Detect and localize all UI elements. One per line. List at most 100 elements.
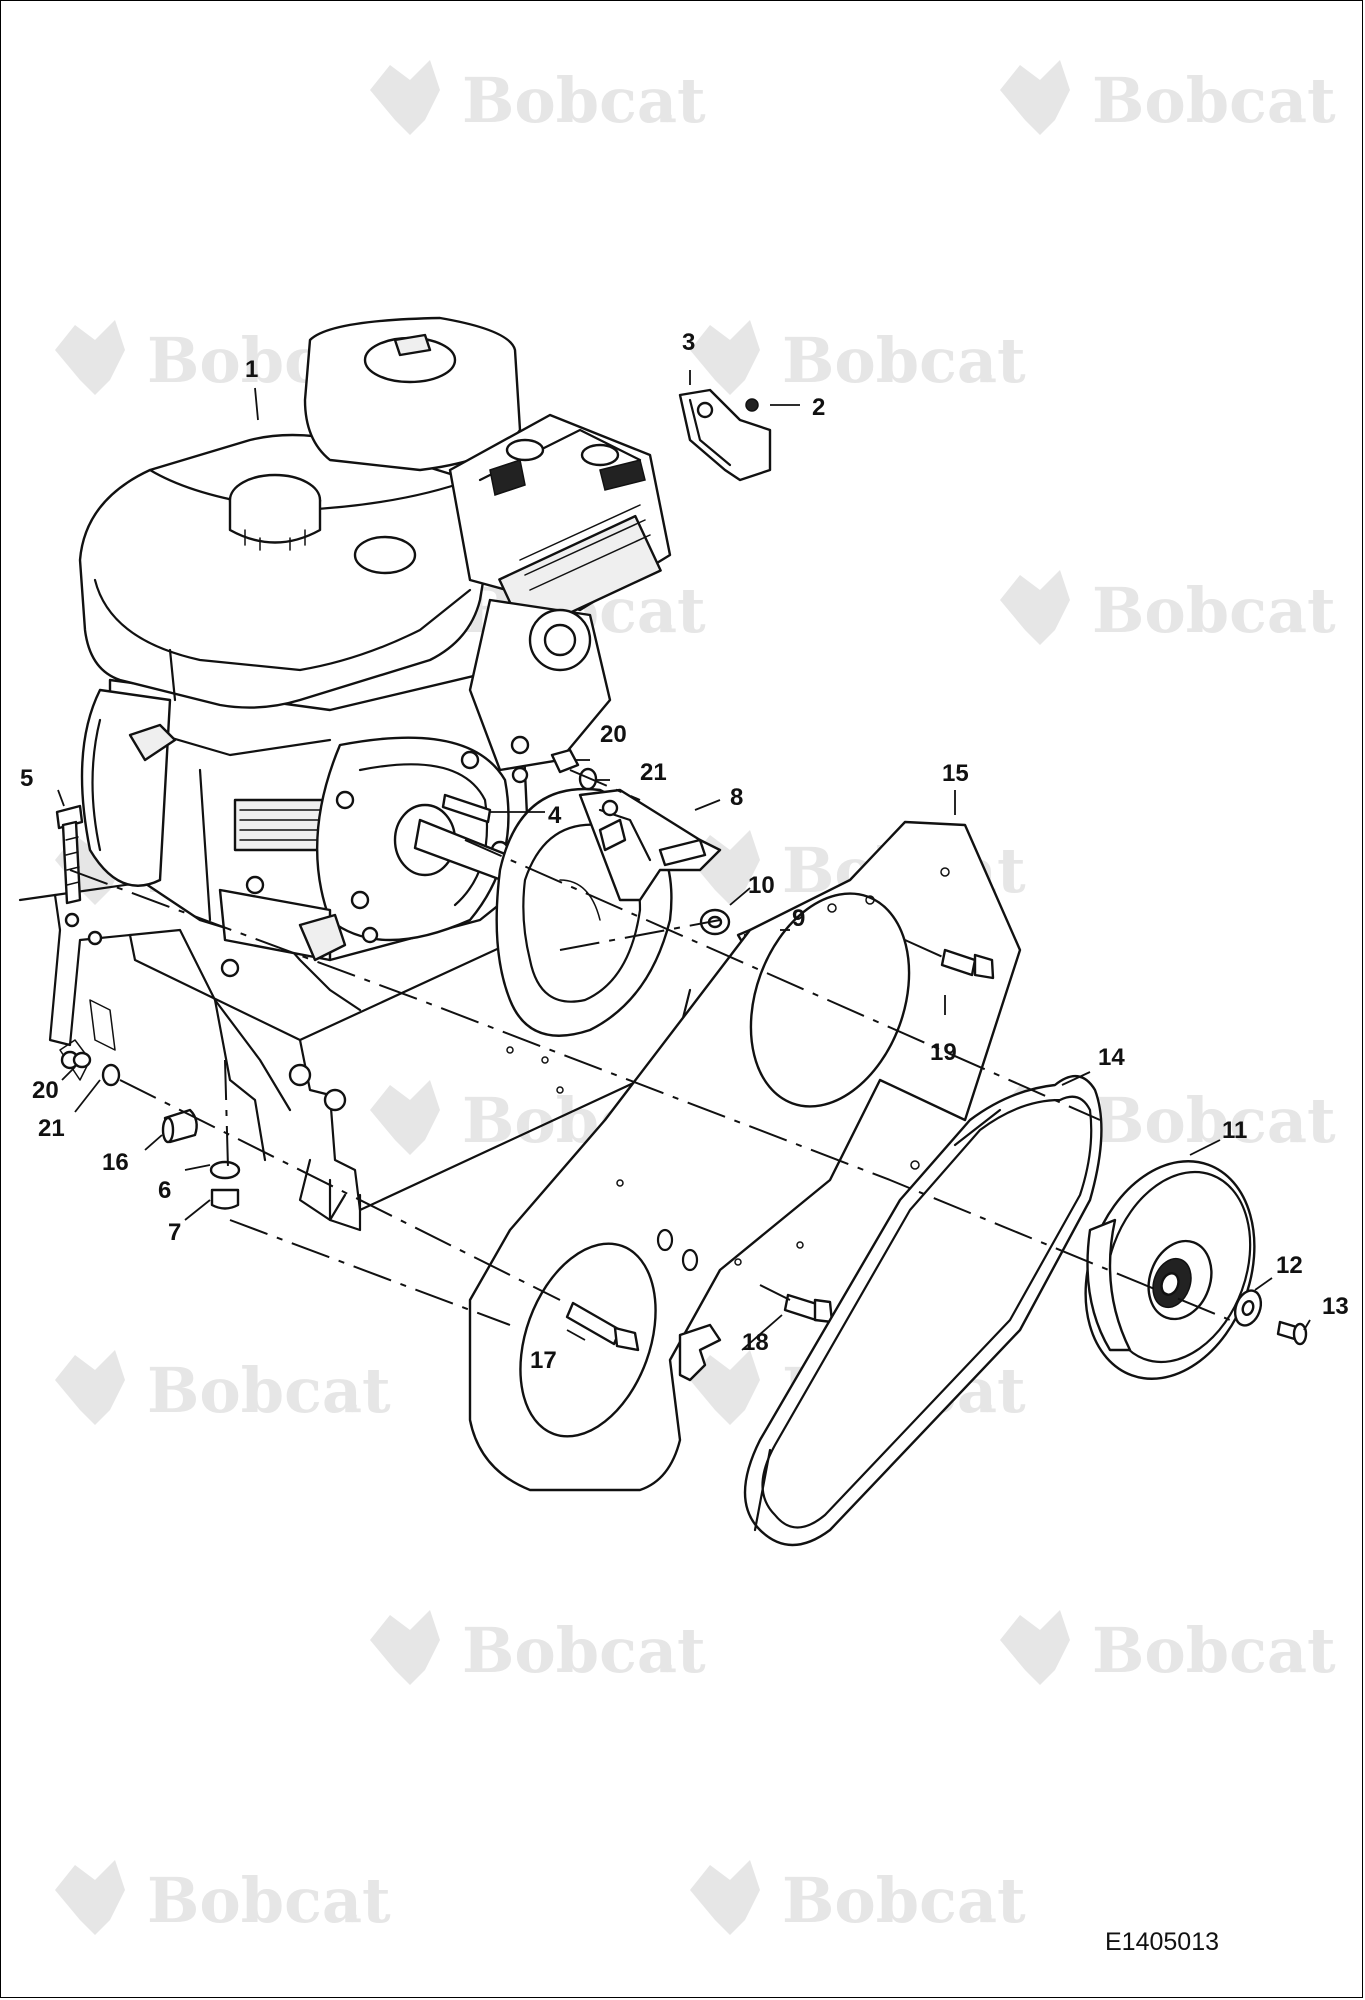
callout-21-upper: 21	[640, 759, 667, 786]
watermark-registered: ®	[1292, 109, 1303, 125]
bolt-18	[783, 1293, 834, 1324]
frame-hole	[220, 958, 240, 978]
watermark-text: Bobcat	[147, 1354, 391, 1427]
washer-21-upper	[578, 767, 598, 791]
watermark: Bobcat ®	[55, 1860, 391, 1937]
callout-labels: 1 2 3 4 5 6 7 8 9 10 11 12 13 14 15 16 1…	[20, 329, 1349, 1374]
callout-1: 1	[245, 356, 258, 383]
oil-drain-plug	[298, 913, 347, 962]
choke-lever	[128, 723, 177, 762]
watermark-registered: ®	[982, 369, 993, 385]
muffler-guard	[678, 388, 772, 482]
callout-15: 15	[942, 760, 969, 787]
fuel-gauge	[353, 535, 417, 575]
leader-lines	[57, 370, 1311, 1351]
callout-6: 6	[158, 1177, 171, 1204]
crankshaft-key	[441, 793, 492, 824]
callout-7: 7	[168, 1219, 181, 1246]
watermark: Bobcat ®	[690, 1860, 1026, 1937]
watermark: Bobcat ®	[1000, 1610, 1336, 1687]
watermark-registered: ®	[982, 1909, 993, 1925]
washer-12	[1233, 1289, 1263, 1327]
bolt-13	[1276, 1320, 1308, 1346]
bobcat-logo-icon	[55, 1860, 125, 1935]
bobcat-logo-icon	[370, 1080, 440, 1155]
callout-3: 3	[682, 329, 695, 356]
watermark: Bobcat ®	[1000, 60, 1336, 137]
watermark-text: Bobcat	[1092, 1614, 1336, 1687]
watermark-text: Bobcat	[782, 324, 1026, 397]
watermark-registered: ®	[347, 1399, 358, 1415]
washer-6	[209, 1160, 241, 1180]
watermark-registered: ®	[1292, 1129, 1303, 1145]
nut-7	[210, 1188, 240, 1210]
watermark-registered: ®	[662, 1659, 673, 1675]
callout-13: 13	[1322, 1293, 1349, 1320]
watermark-layer: Bobcat ® Bobcat ® Bobcat ® Bobcat ® Bobc…	[55, 60, 1336, 1937]
watermark-registered: ®	[347, 1909, 358, 1925]
hex-bolt-5	[55, 804, 84, 905]
bolt-17	[565, 1301, 640, 1352]
watermark-text: Bobcat	[147, 1864, 391, 1937]
watermark-registered: ®	[982, 1399, 993, 1415]
bobcat-logo-icon	[690, 1350, 760, 1425]
plate-lower-opening	[519, 1242, 657, 1438]
callout-17: 17	[530, 1347, 557, 1374]
bobcat-logo-icon	[1000, 1610, 1070, 1685]
nut-20-lower	[72, 1051, 92, 1069]
callout-11: 11	[1222, 1117, 1247, 1144]
recoil-starter-housing	[80, 688, 172, 887]
callout-5: 5	[20, 765, 33, 792]
drive-pulley-11	[1084, 1160, 1256, 1380]
callout-21-lower: 21	[38, 1115, 65, 1142]
callout-10: 10	[748, 872, 775, 899]
bobcat-logo-icon	[690, 1860, 760, 1935]
watermark: Bobcat ®	[370, 60, 706, 137]
callout-18: 18	[742, 1329, 769, 1356]
washer-21-lower	[101, 1063, 121, 1087]
v-belt-14	[743, 1075, 1103, 1547]
spacer-16	[161, 1108, 198, 1144]
air-cleaner-box	[303, 316, 522, 472]
callout-20-upper: 20	[600, 721, 627, 748]
figure-id: E1405013	[1105, 1928, 1219, 1956]
watermark-text: Bobcat	[1092, 64, 1336, 137]
engine-assembly	[78, 316, 672, 962]
callout-14: 14	[1098, 1044, 1125, 1071]
bobcat-logo-icon	[1000, 60, 1070, 135]
watermark: Bobcat ®	[690, 320, 1026, 397]
bobcat-logo-icon	[690, 320, 760, 395]
assembly-axis-lines	[69, 769, 1231, 1326]
callout-19: 19	[930, 1039, 957, 1066]
watermark-registered: ®	[1292, 1659, 1303, 1675]
bolt-19	[940, 948, 995, 980]
bobcat-logo-icon	[370, 1610, 440, 1685]
engine-mount-bracket	[578, 788, 722, 902]
callout-20-lower: 20	[32, 1077, 59, 1104]
frame-bushing	[288, 1063, 312, 1087]
spacer-washer-10	[699, 908, 731, 936]
watermark-registered: ®	[1292, 619, 1303, 635]
callout-9: 9	[792, 905, 805, 932]
spacer-bracket-18	[678, 1323, 722, 1382]
frame-bushing	[323, 1088, 347, 1112]
watermark-text: Bobcat	[462, 64, 706, 137]
watermark-registered: ®	[662, 109, 673, 125]
watermark-text: Bobcat	[462, 1614, 706, 1687]
watermark: Bobcat ®	[370, 1610, 706, 1687]
bobcat-logo-icon	[370, 60, 440, 135]
callout-4: 4	[548, 802, 562, 829]
watermark-text: Bobcat	[782, 1864, 1026, 1937]
callout-2: 2	[812, 394, 825, 421]
muffler-screw	[745, 398, 759, 412]
callout-8: 8	[730, 784, 743, 811]
callout-12: 12	[1276, 1252, 1303, 1279]
engine-cooling-fins	[233, 798, 327, 852]
callout-16: 16	[102, 1149, 129, 1176]
bobcat-logo-icon	[1000, 570, 1070, 645]
watermark-registered: ®	[662, 619, 673, 635]
watermark-text: Bobcat	[1092, 574, 1336, 647]
bobcat-logo-icon	[55, 320, 125, 395]
